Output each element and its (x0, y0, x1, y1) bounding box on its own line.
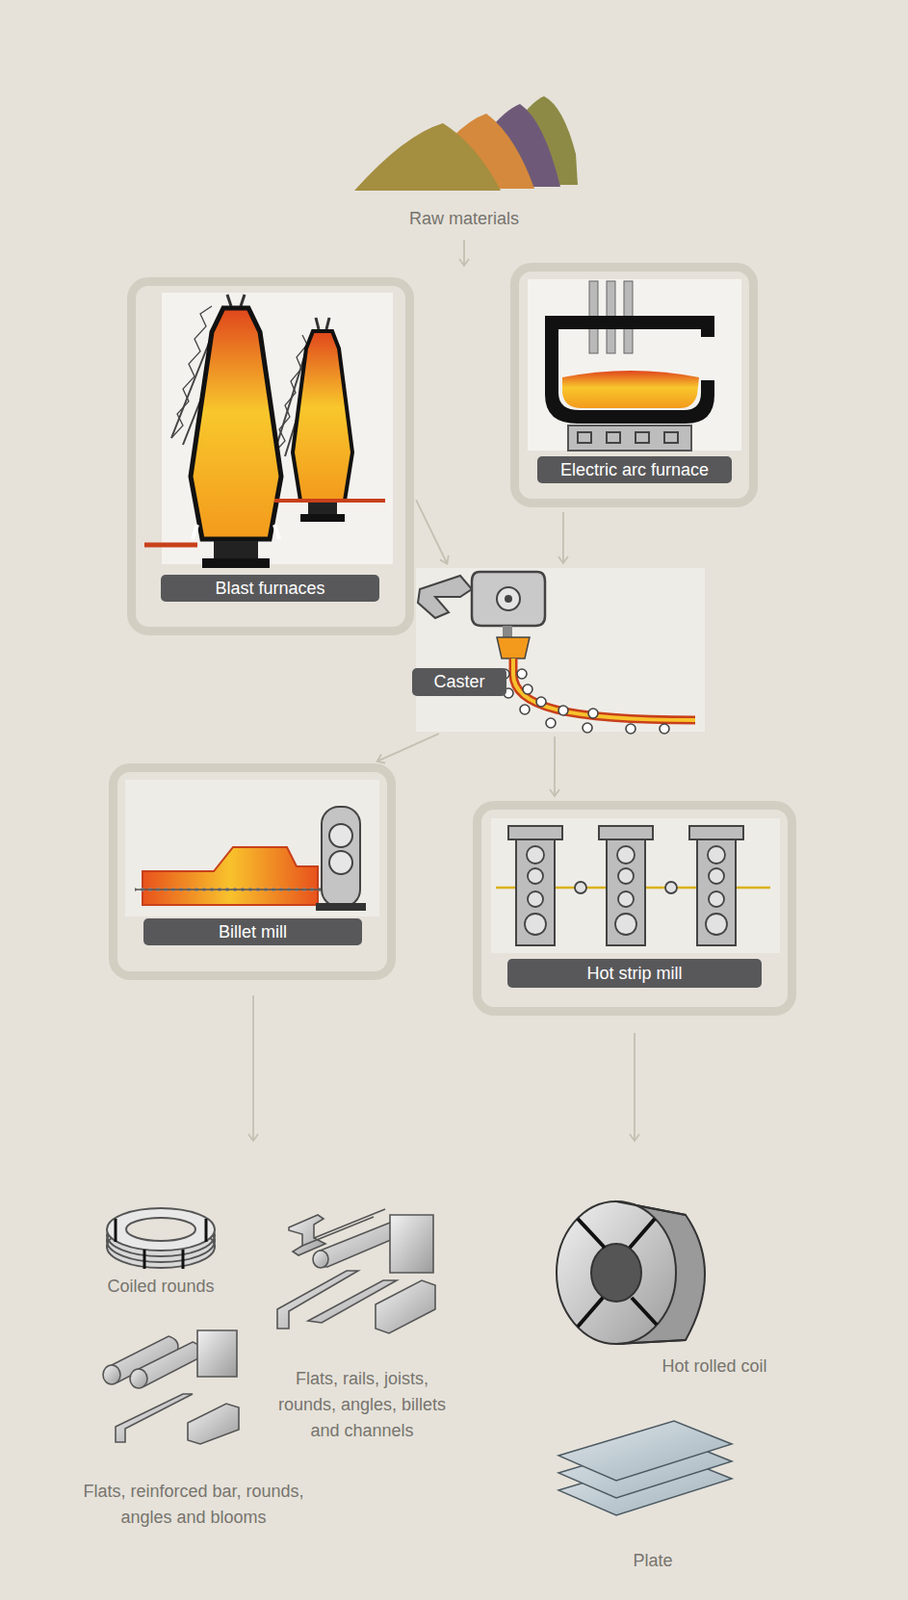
stage-label: Caster (412, 668, 507, 697)
product-caption: Raw materials (358, 206, 571, 233)
flow-arrow (633, 1033, 636, 1142)
product-caption: Plate (595, 1548, 711, 1575)
flow-arrow (252, 995, 255, 1142)
stage-label: Billet mill (143, 918, 363, 946)
stage-label: Electric arc furnace (537, 456, 732, 484)
flow-arrow (562, 512, 565, 564)
product-caption: Flats, reinforced bar, rounds, angles an… (77, 1478, 310, 1531)
product-caption: Coiled rounds (64, 1273, 258, 1300)
flow-arrow (553, 736, 556, 797)
bars-icon (103, 1330, 239, 1445)
caster-node: Caster (413, 568, 715, 732)
mill-panel: Billet mill (108, 763, 396, 981)
sections-icon (277, 1209, 436, 1334)
flow-arrow (377, 733, 440, 762)
hot-rolled-coil-icon (556, 1201, 705, 1345)
billet-mill-figure (125, 779, 380, 917)
product-caption: Hot rolled coil (618, 1353, 811, 1380)
caster-figure (415, 568, 705, 734)
arc-furnace-figure (527, 279, 742, 451)
flow-arrow (415, 499, 447, 564)
raw-material-piles (354, 96, 578, 191)
furnace-panel: Electric arc furnace (510, 262, 758, 508)
furnace-panel: Blast furnaces (127, 277, 415, 636)
coiled-rounds-icon (106, 1208, 215, 1270)
hot-strip-mill-figure (491, 818, 780, 954)
blast-furnace-figure (144, 292, 393, 569)
mill-panel: Hot strip mill (472, 801, 797, 1016)
flow-arrow (463, 239, 466, 266)
product-caption: Flats, rails, joists, rounds, angles, bi… (273, 1366, 452, 1445)
stage-label: Blast furnaces (160, 574, 380, 602)
plate-icon (558, 1421, 732, 1516)
stage-label: Hot strip mill (507, 959, 762, 988)
